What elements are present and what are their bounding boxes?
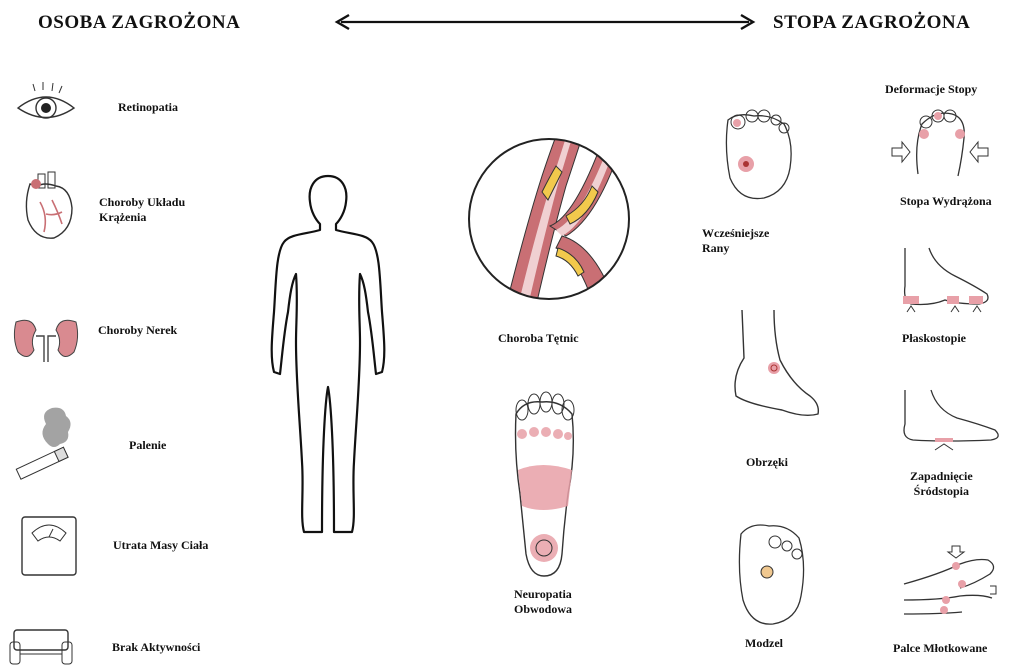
high-arch-foot-icon bbox=[895, 246, 993, 314]
kidney-icon bbox=[10, 312, 82, 362]
label-choroba-tetnic: Choroba Tętnic bbox=[498, 331, 579, 346]
couch-icon bbox=[8, 624, 74, 668]
hammer-toes-icon bbox=[900, 544, 1002, 626]
heart-icon bbox=[18, 172, 76, 244]
collapsed-midfoot-icon bbox=[895, 388, 1007, 448]
human-body-illustration bbox=[266, 172, 390, 540]
label-stopa-wydrazona: Stopa Wydrążona bbox=[900, 194, 992, 209]
risk-label-choroby-ukladu-krazenia: Choroby Układu Krążenia bbox=[99, 195, 185, 225]
label-obrzeki: Obrzęki bbox=[746, 455, 788, 470]
double-arrow-icon bbox=[335, 12, 755, 32]
label-palce-mlotkowane: Palce Młotkowane bbox=[893, 641, 987, 656]
right-title: STOPA ZAGROŻONA bbox=[773, 12, 970, 34]
label-deformacje-stopy: Deformacje Stopy bbox=[885, 82, 977, 97]
risk-label-utrata-masy-ciala: Utrata Masy Ciała bbox=[113, 538, 208, 553]
eye-icon bbox=[15, 82, 77, 127]
risk-label-palenie: Palenie bbox=[129, 438, 166, 453]
label-wczesniejsze-rany: Wcześniejsze Rany bbox=[702, 226, 769, 256]
risk-label-retinopatia: Retinopatia bbox=[118, 100, 178, 115]
risk-label-choroby-nerek: Choroby Nerek bbox=[98, 323, 177, 338]
callus-foot-icon bbox=[735, 520, 811, 630]
cigarette-icon bbox=[14, 404, 78, 476]
risk-label-brak-aktywnosci: Brak Aktywności bbox=[112, 640, 200, 655]
left-title: OSOBA ZAGROŻONA bbox=[38, 12, 240, 34]
label-plaskostopie: Płaskostopie bbox=[902, 331, 966, 346]
foot-deformity-icon bbox=[888, 104, 992, 184]
artery-disease-illustration bbox=[466, 136, 632, 302]
label-zapadniecie-srodstopia: Zapadnięcie Śródstopia bbox=[910, 469, 973, 499]
peripheral-neuropathy-foot-illustration bbox=[502, 394, 582, 580]
label-neuropatia-obwodowa: Neuropatia Obwodowa bbox=[514, 587, 572, 617]
swollen-foot-icon bbox=[722, 308, 822, 428]
scale-icon bbox=[20, 515, 78, 577]
foot-ulcer-icon bbox=[720, 108, 798, 204]
label-modzel: Modzel bbox=[745, 636, 783, 651]
